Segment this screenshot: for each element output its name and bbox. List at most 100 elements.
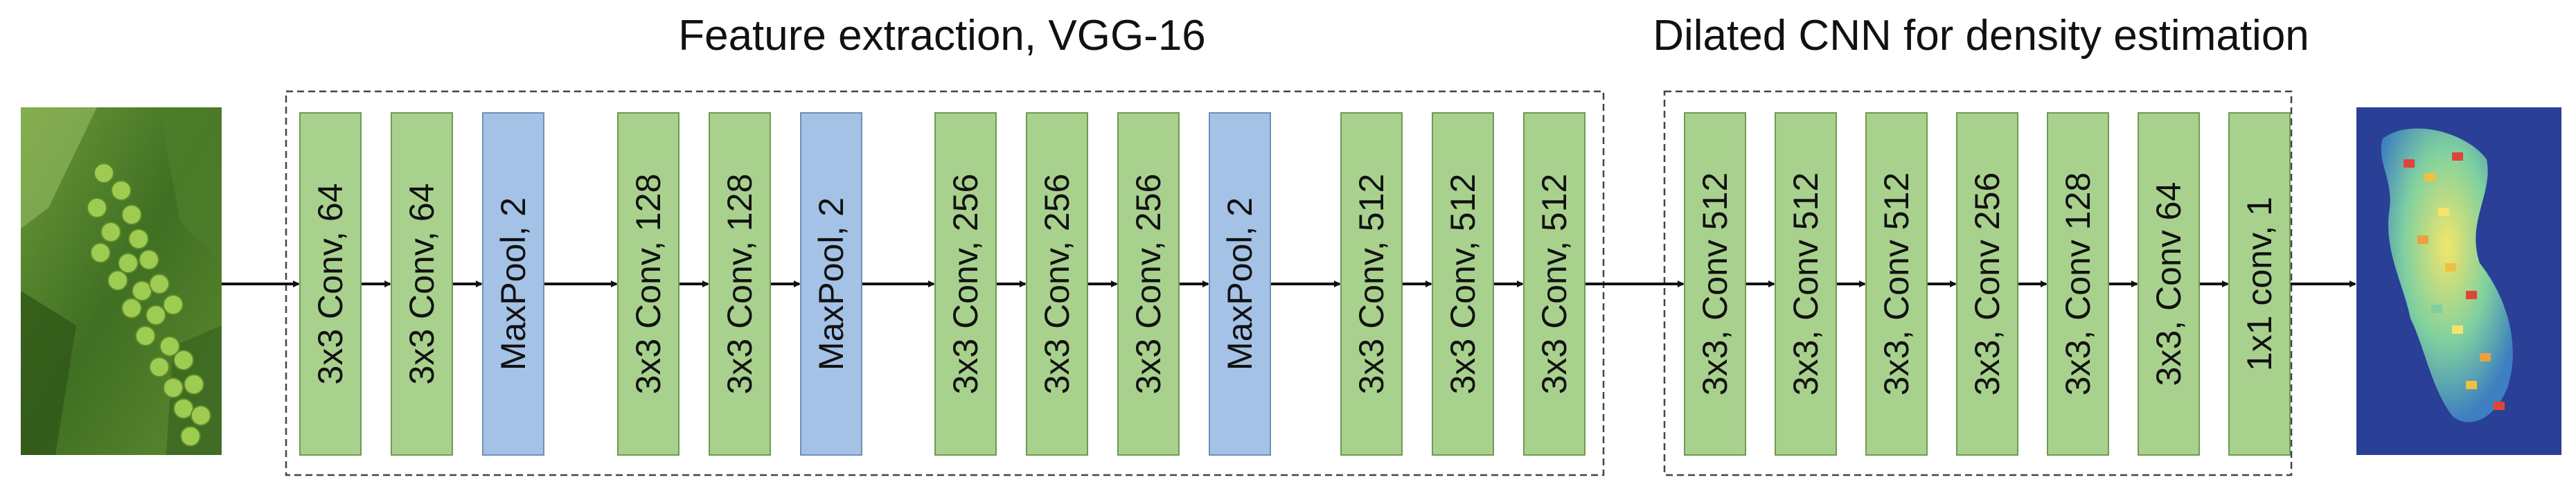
vgg-layer-7: 3x3 Conv, 256 [934, 112, 997, 456]
vgg-layer-label: MaxPool, 2 [494, 197, 533, 371]
grape-berry [132, 280, 152, 301]
dilated-layer-label: 3x3, Conv 128 [2059, 172, 2097, 395]
heat-spot [2452, 152, 2463, 161]
output-density-map [2356, 107, 2561, 455]
vgg-layer-box [617, 112, 679, 456]
vgg-layer-label: 3x3 Conv, 128 [629, 174, 668, 395]
vgg-layer-label: 3x3 Conv, 64 [402, 184, 441, 385]
grape-berry [184, 374, 204, 395]
dilated-layer-box [2228, 112, 2291, 456]
grape-berry [173, 398, 194, 419]
grape-berry [128, 229, 149, 249]
vgg-layer-box [1117, 112, 1180, 456]
vgg-layer-3: MaxPool, 2 [482, 112, 544, 456]
dilated-layer-4: 3x3, Conv 256 [1956, 112, 2018, 456]
vgg-layer-box [299, 112, 362, 456]
dilated-layer-label: 3x3, Conv 512 [1696, 172, 1734, 395]
vgg-layer-10: MaxPool, 2 [1209, 112, 1271, 456]
heat-spot [2424, 173, 2435, 181]
vgg-layer-2: 3x3 Conv, 64 [391, 112, 453, 456]
vgg-layer-box [934, 112, 997, 456]
grape-berry [87, 197, 107, 218]
grape-berry [90, 242, 111, 263]
dilated-layer-box [1775, 112, 1837, 456]
grape-berry [94, 163, 114, 184]
vgg-layer-8: 3x3 Conv, 256 [1026, 112, 1088, 456]
density-estimation-title: Dilated CNN for density estimation [1653, 12, 2309, 60]
grape-berry [107, 270, 128, 291]
dilated-layer-box [2047, 112, 2109, 456]
heat-spot [2480, 353, 2491, 361]
dilated-layer-label: 3x3, Conv 512 [1877, 172, 1916, 395]
grape-berry [111, 180, 132, 201]
vgg-layer-9: 3x3 Conv, 256 [1117, 112, 1180, 456]
dilated-layer-box [1956, 112, 2018, 456]
vgg-layer-13: 3x3 Conv, 512 [1523, 112, 1585, 456]
grape-berry [121, 298, 142, 319]
dilated-layer-7: 1x1 conv, 1 [2228, 112, 2291, 456]
input-grape-image [21, 107, 222, 455]
grape-berry [145, 305, 166, 325]
vgg-layer-6: MaxPool, 2 [800, 112, 862, 456]
grape-berry [121, 204, 142, 225]
grape-berry [173, 350, 194, 371]
vgg-layer-label: 3x3 Conv, 512 [1535, 174, 1574, 395]
vgg-layer-box [1209, 112, 1271, 456]
dilated-layer-box [1684, 112, 1746, 456]
vgg-layer-box [1340, 112, 1403, 456]
vgg-layer-11: 3x3 Conv, 512 [1340, 112, 1403, 456]
vgg-layer-label: 3x3 Conv, 512 [1352, 174, 1391, 395]
vgg-layer-label: 3x3 Conv, 128 [720, 174, 759, 395]
dilated-layer-3: 3x3, Conv 512 [1865, 112, 1928, 456]
grape-berry [163, 377, 184, 398]
dilated-layer-label: 3x3, Conv 512 [1786, 172, 1825, 395]
heat-spot [2494, 402, 2505, 410]
heat-spot [2466, 291, 2477, 299]
dilated-layer-5: 3x3, Conv 128 [2047, 112, 2109, 456]
heat-spot [2445, 263, 2456, 271]
dilated-layer-label: 1x1 conv, 1 [2240, 197, 2279, 371]
vgg-layer-box [1026, 112, 1088, 456]
dilated-layer-label: 3x3, Conv 256 [1968, 172, 2007, 395]
grape-berry [180, 426, 201, 447]
vgg-layer-1: 3x3 Conv, 64 [299, 112, 362, 456]
vgg-layer-box [800, 112, 862, 456]
dilated-layer-6: 3x3, Conv 64 [2138, 112, 2200, 456]
vgg-layer-label: 3x3 Conv, 512 [1444, 174, 1482, 395]
dilated-layer-box [2138, 112, 2200, 456]
grape-berry [159, 336, 180, 357]
vgg-layer-box [1432, 112, 1494, 456]
vgg-layer-label: 3x3 Conv, 256 [946, 174, 985, 395]
dilated-layer-label: 3x3, Conv 64 [2149, 182, 2188, 386]
vgg-layer-label: 3x3 Conv, 64 [311, 184, 350, 385]
heat-spot [2466, 381, 2477, 389]
grape-berry [135, 325, 156, 346]
grape-berry [118, 253, 139, 274]
vgg-layer-box [709, 112, 771, 456]
grape-berry [163, 294, 184, 315]
grape-berry [190, 405, 211, 426]
feature-extraction-title: Feature extraction, VGG-16 [678, 12, 1206, 60]
dilated-layer-2: 3x3, Conv 512 [1775, 112, 1837, 456]
grape-berry [149, 357, 170, 377]
vgg-layer-label: 3x3 Conv, 256 [1038, 174, 1076, 395]
vgg-layer-box [482, 112, 544, 456]
vgg-layer-label: 3x3 Conv, 256 [1129, 174, 1168, 395]
vgg-layer-12: 3x3 Conv, 512 [1432, 112, 1494, 456]
grape-berry [149, 274, 170, 294]
vgg-layer-4: 3x3 Conv, 128 [617, 112, 679, 456]
vgg-layer-box [1523, 112, 1585, 456]
grape-berry [100, 222, 121, 242]
heat-spot [2438, 208, 2449, 216]
dilated-layer-box [1865, 112, 1928, 456]
heat-spot [2452, 325, 2463, 334]
dilated-layer-1: 3x3, Conv 512 [1684, 112, 1746, 456]
vgg-layer-label: MaxPool, 2 [1220, 197, 1259, 371]
heat-spot [2404, 159, 2415, 168]
vgg-layer-box [391, 112, 453, 456]
grape-berry [139, 249, 159, 270]
vgg-layer-5: 3x3 Conv, 128 [709, 112, 771, 456]
heat-spot [2417, 235, 2428, 244]
heat-spot [2431, 305, 2442, 313]
